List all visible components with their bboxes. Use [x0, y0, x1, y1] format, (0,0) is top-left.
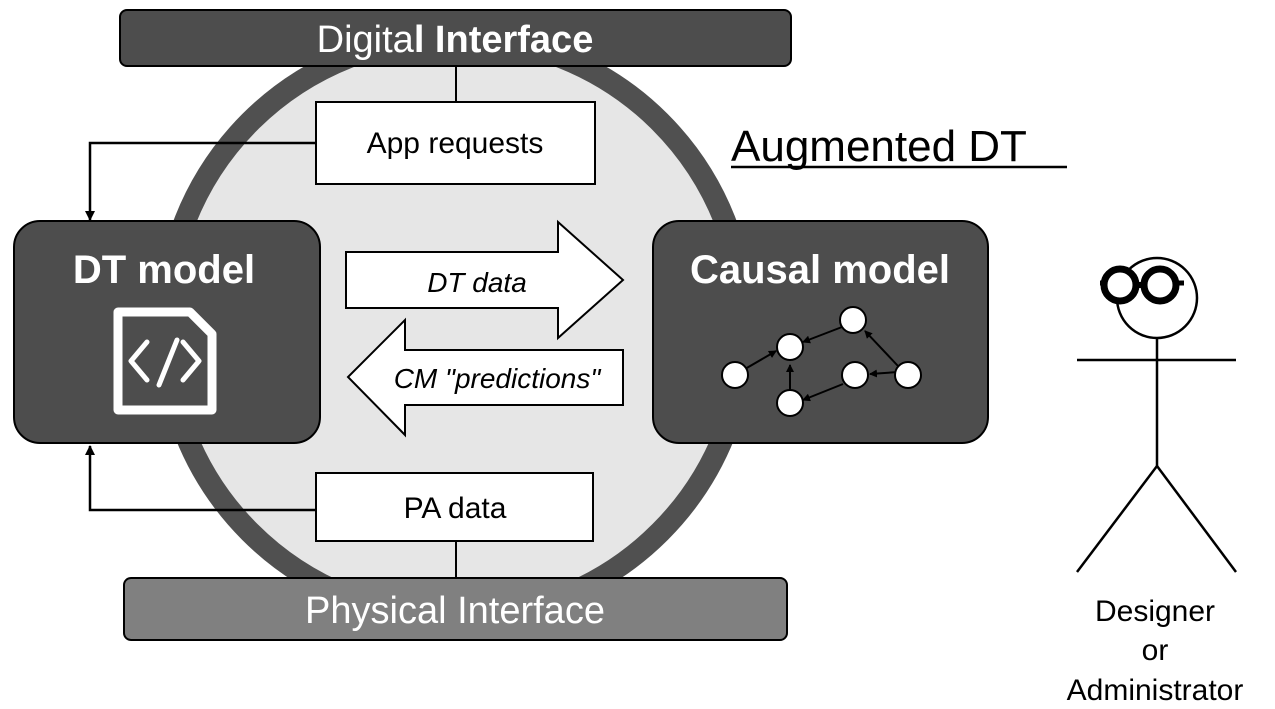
cm-predictions-label: CM "predictions" — [394, 363, 602, 394]
pa-data-box: PA data — [315, 472, 594, 542]
digital-interface-bar: Digital Interface — [119, 9, 792, 67]
pa-data-label: PA data — [404, 492, 507, 525]
physical-interface-bar: Physical Interface — [123, 577, 788, 641]
augmented-dt-title-text: Augmented DT — [731, 122, 1027, 171]
pa-data-to-dt-arrow — [85, 445, 316, 512]
dt-data-arrow: DT data — [345, 219, 625, 341]
physical-interface-label: Physical Interface — [305, 590, 605, 632]
cm-predictions-arrow: CM "predictions" — [346, 317, 624, 438]
actor-label-line2: or — [1142, 634, 1169, 667]
app-requests-to-dt-arrow — [85, 141, 316, 221]
svg-text:Digital Interface: Digital Interface — [317, 19, 594, 61]
dt-data-label: DT data — [427, 267, 527, 298]
app-requests-label: App requests — [367, 127, 544, 160]
actor-label-line3: Administrator — [1067, 674, 1244, 707]
dt-model-box: DT model — [13, 220, 321, 444]
causal-model-box: Causal model — [652, 220, 989, 444]
digital-interface-label-bold: l Interface — [414, 19, 594, 61]
app-requests-box: App requests — [315, 101, 596, 185]
augmented-dt-title: Augmented DT — [731, 122, 1067, 171]
stick-figure-icon — [1076, 256, 1238, 573]
code-file-icon — [113, 307, 217, 415]
causal-graph-icon — [721, 306, 922, 417]
causal-model-title: Causal model — [690, 248, 950, 292]
digital-interface-label-regular: Digita — [317, 19, 415, 61]
actor-label-line1: Designer — [1095, 595, 1215, 628]
dt-model-title: DT model — [73, 248, 255, 292]
actor-label: Designer or Administrator — [1067, 595, 1244, 707]
